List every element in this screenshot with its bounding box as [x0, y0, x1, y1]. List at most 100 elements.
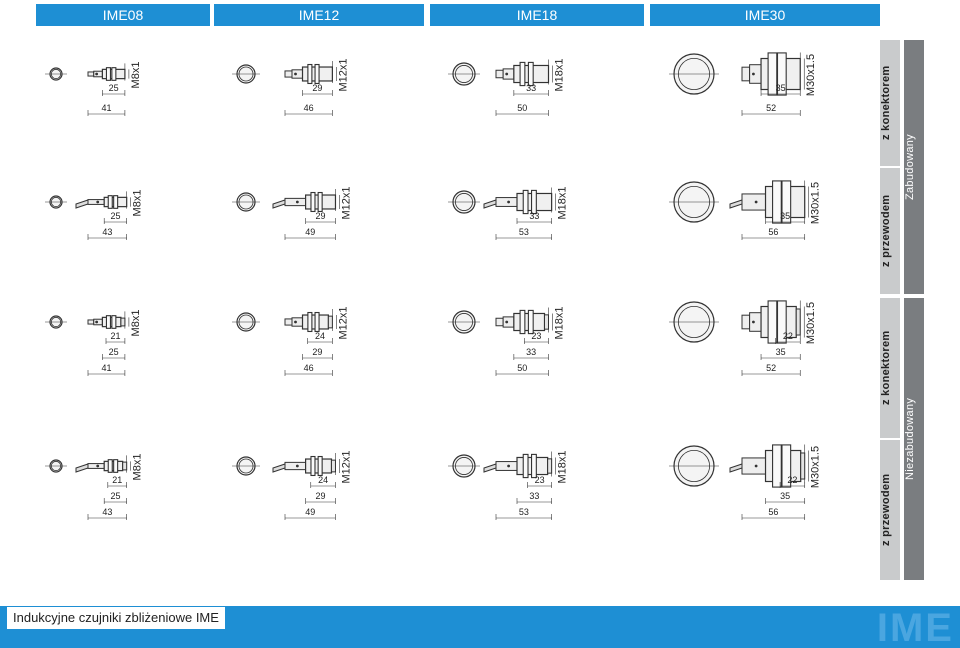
s2-nut-1: [527, 61, 534, 87]
s11-sensing-head: [795, 308, 801, 336]
s14-dim-label-2: 53: [519, 507, 529, 517]
s1-dim-label-1: 46: [304, 103, 314, 113]
s3-dim-label-1: 52: [766, 103, 776, 113]
s10-dim-label-1: 33: [526, 347, 536, 357]
s5-cable: [272, 199, 286, 209]
s4-nut-1: [113, 195, 119, 209]
s4-dim-label-0: 25: [110, 211, 120, 221]
s1-connector-body: [291, 69, 304, 79]
s8-thread-label: M8x1: [130, 310, 142, 337]
header-ime08: IME08: [36, 4, 210, 26]
s6-dim-label-1: 53: [519, 227, 529, 237]
s15-cable-gland: [741, 457, 767, 475]
s7-cable: [729, 199, 743, 209]
s15-nut-1: [781, 444, 792, 488]
s9-dim-label-2: 46: [304, 363, 314, 373]
s9-nut-0: [307, 311, 313, 333]
header-ime30: IME30: [650, 4, 880, 26]
s5-dim-label-1: 49: [305, 227, 315, 237]
s7-nut-1: [781, 180, 792, 224]
s11-dim-label-2: 52: [766, 363, 776, 373]
s13-nut-0: [310, 455, 316, 477]
mount-panel-top: [904, 40, 924, 294]
s0-dim-label-1: 41: [101, 103, 111, 113]
s15-cable: [729, 463, 743, 473]
s13-dim-label-2: 49: [305, 507, 315, 517]
s14-cable: [483, 463, 497, 473]
s4-led-dot: [96, 200, 100, 204]
s14-nut-1: [531, 453, 537, 479]
s14-dim-label-1: 33: [529, 491, 539, 501]
s12-dim-label-1: 25: [110, 491, 120, 501]
s3-led-dot: [752, 72, 755, 76]
s3-nut-0: [767, 52, 778, 96]
s5-cable-gland: [284, 197, 307, 207]
row-label-panel-3: [880, 298, 900, 438]
s10-led-dot: [505, 320, 509, 324]
s6-led-dot: [507, 200, 510, 204]
row-label-panel-1: [880, 40, 900, 166]
s5-nut-0: [310, 191, 316, 213]
s1-connector-plug: [284, 70, 293, 78]
s4-dim-label-1: 43: [102, 227, 112, 237]
s12-cable: [75, 463, 89, 473]
row-label-panel-2: [880, 168, 900, 294]
s11-dim-label-1: 35: [776, 347, 786, 357]
s7-nut-0: [772, 180, 782, 224]
s2-dim-label-1: 50: [517, 103, 527, 113]
s1-thread-label: M12x1: [337, 58, 349, 91]
s5-led-dot: [295, 200, 299, 204]
s11-led-dot: [752, 320, 755, 324]
s11-nut-0: [767, 300, 778, 344]
s2-nut-0: [519, 61, 526, 87]
s10-nut-0: [519, 309, 526, 335]
s2-connector-plug: [495, 69, 504, 79]
s6-thread-label: M18x1: [557, 186, 569, 219]
s14-led-dot: [507, 464, 510, 468]
s13-dim-label-0: 24: [318, 475, 328, 485]
s6-nut-1: [531, 189, 537, 215]
s12-thread-label: M8x1: [132, 454, 144, 481]
s7-dim-label-0: 35: [780, 211, 790, 221]
s1-nut-0: [307, 63, 313, 85]
s10-connector-plug: [495, 317, 504, 327]
s2-connector-body: [502, 68, 515, 80]
s14-thread-label: M18x1: [557, 450, 569, 483]
s8-dim-label-1: 25: [109, 347, 119, 357]
s0-nut-1: [111, 67, 117, 81]
s7-cable-gland: [741, 193, 767, 211]
s12-dim-label-2: 43: [102, 507, 112, 517]
s11-dim-label-0: 22: [783, 331, 793, 341]
header-ime12: IME12: [214, 4, 424, 26]
s15-thread-label: M30x1.5: [810, 446, 822, 488]
s8-led-dot: [95, 320, 99, 324]
s8-connector-plug: [87, 319, 95, 325]
s1-nut-1: [314, 63, 320, 85]
s11-nut-1: [776, 300, 787, 344]
s15-led-dot: [754, 464, 758, 468]
s7-led-dot: [754, 200, 758, 204]
s15-dim-label-2: 56: [768, 507, 778, 517]
s12-cable-gland: [87, 463, 105, 469]
s6-dim-label-0: 33: [529, 211, 539, 221]
s3-thread-label: M30x1.5: [805, 54, 817, 96]
s13-cable-gland: [284, 461, 307, 471]
s4-cable: [75, 199, 89, 209]
s9-connector-plug: [284, 318, 293, 326]
s0-led-dot: [95, 72, 99, 76]
s0-dim-label-0: 25: [109, 83, 119, 93]
s10-thread-label: M18x1: [554, 306, 566, 339]
s10-dim-label-2: 50: [517, 363, 527, 373]
s9-dim-label-1: 29: [312, 347, 322, 357]
s7-thread-label: M30x1.5: [810, 182, 822, 224]
s6-cable: [483, 199, 497, 209]
s14-cable-gland: [495, 461, 518, 471]
s14-dim-label-0: 23: [535, 475, 545, 485]
row-label-panel-4: [880, 440, 900, 580]
s10-nut-1: [527, 309, 534, 335]
s4-thread-label: M8x1: [132, 190, 144, 217]
s12-nut-0: [107, 459, 113, 473]
s13-cable: [272, 463, 286, 473]
footer-watermark: IME: [876, 606, 954, 648]
